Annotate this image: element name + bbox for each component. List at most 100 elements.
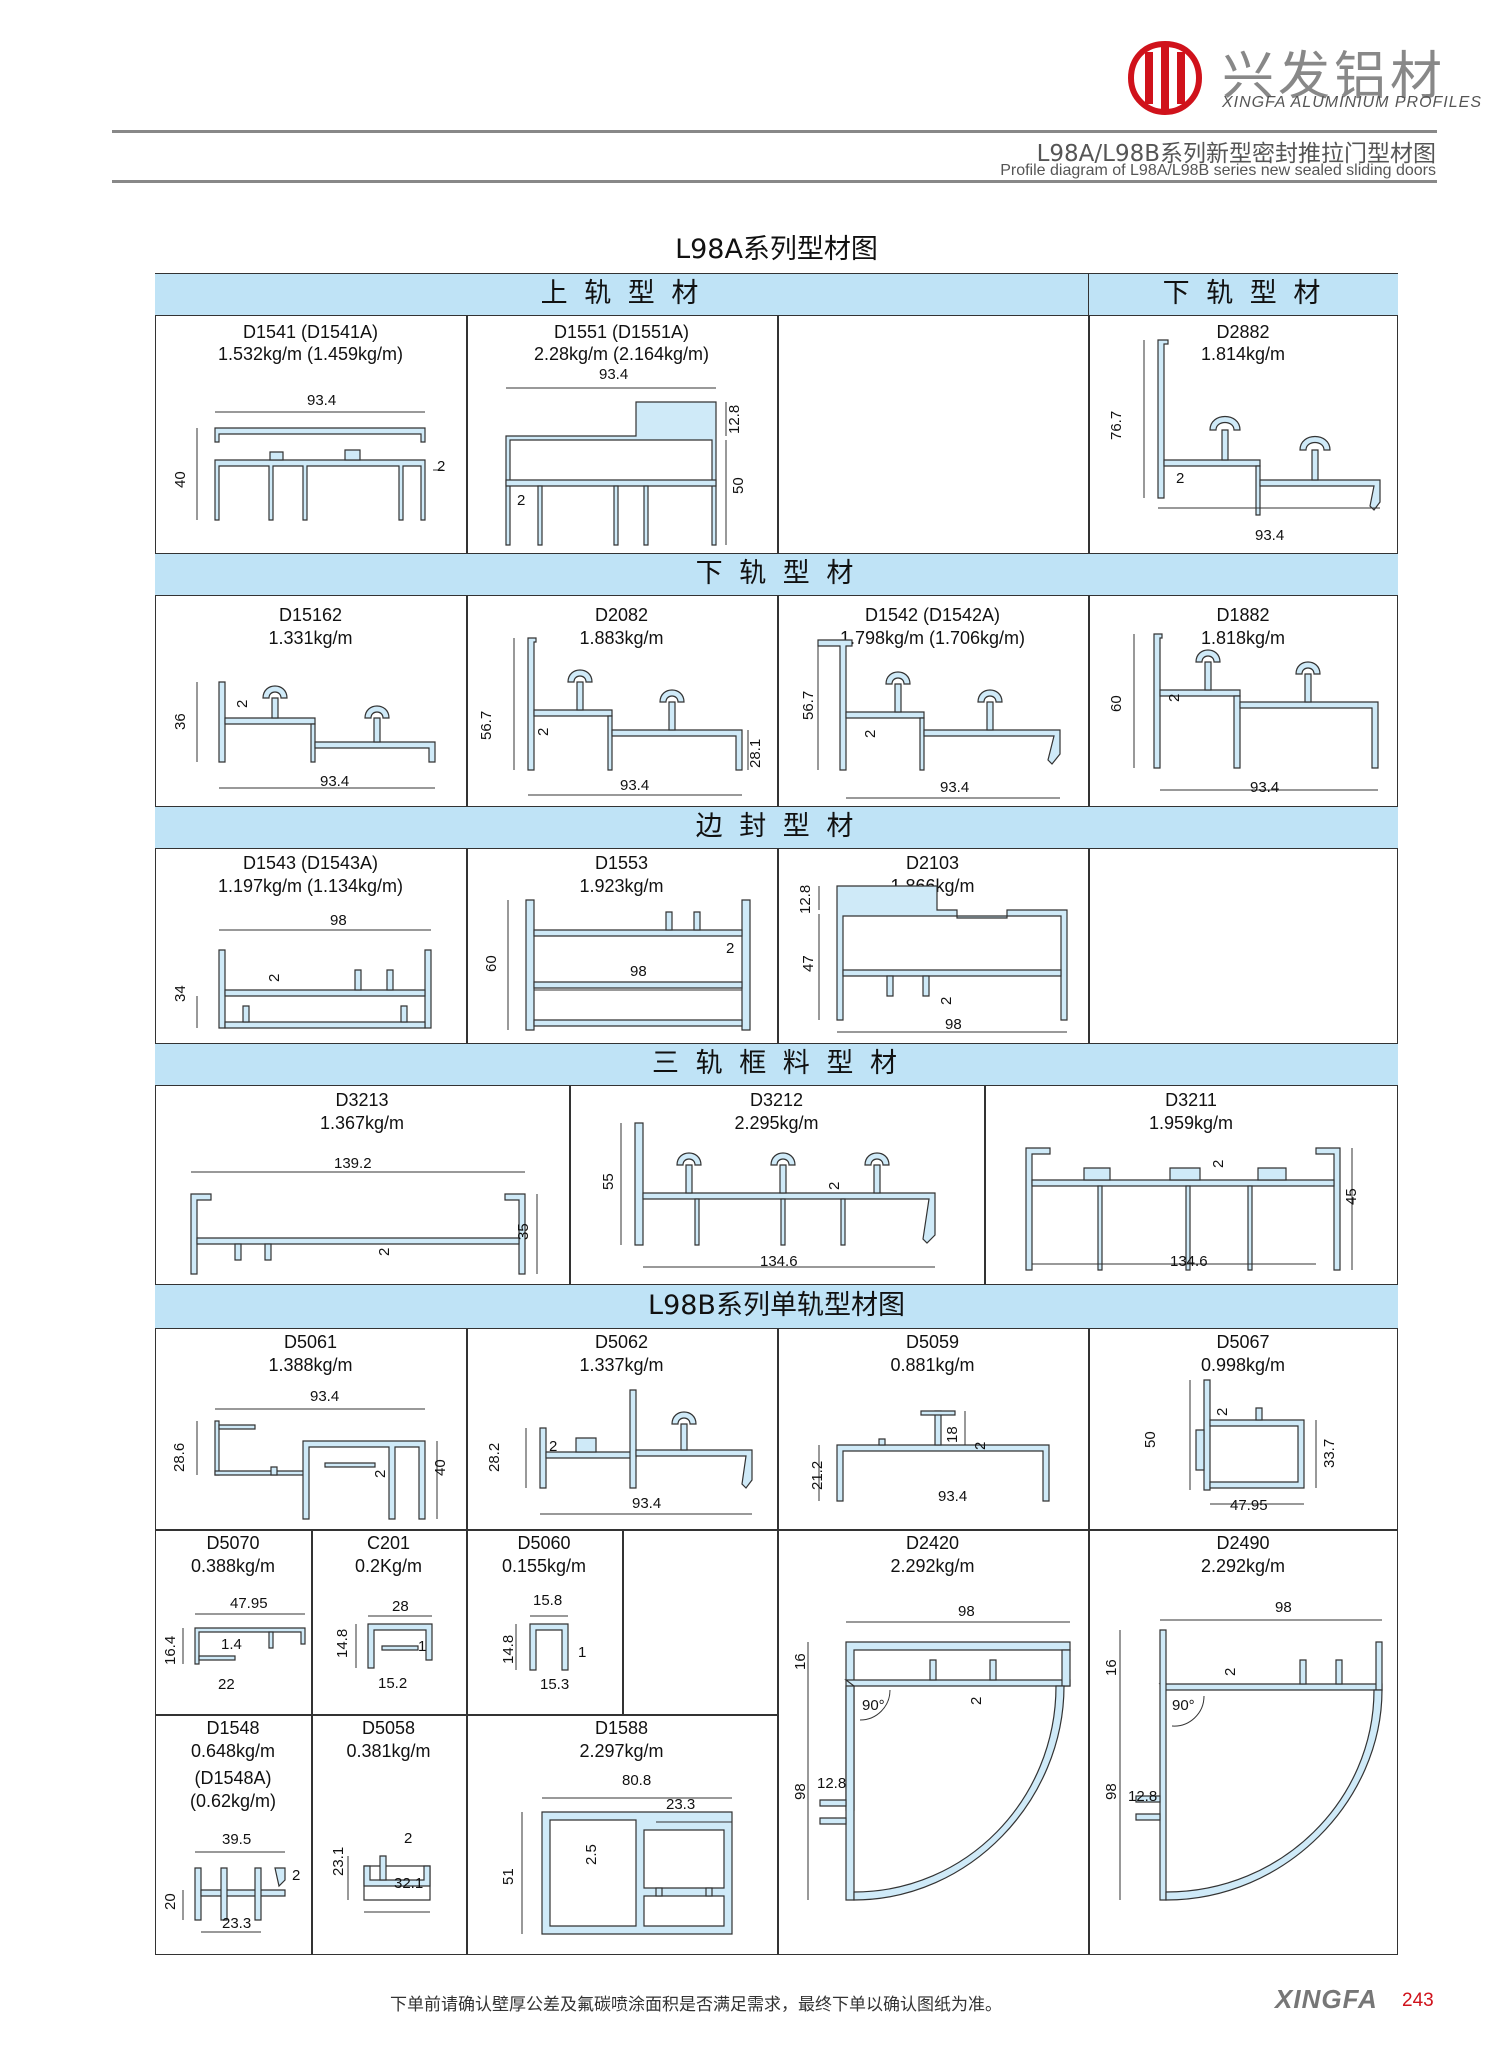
dim-height-2: 98 [792, 1783, 809, 1800]
dim-thickness: 2 [234, 699, 251, 708]
profile-weight: 0.2Kg/m [354, 1556, 423, 1576]
dim-width: 93.4 [320, 773, 350, 790]
profile-weight: 2.292kg/m [1200, 1556, 1286, 1576]
dim-width: 93.4 [938, 1488, 968, 1505]
grid-line [466, 1329, 468, 1955]
dim-a: 1 [578, 1644, 587, 1661]
section-lower-rail: 下 轨 型 材 [155, 553, 1398, 596]
dim-width: 80.8 [622, 1772, 652, 1789]
dim-width: 47.95 [1230, 1497, 1268, 1514]
section-title-series-a: L98A系列型材图 [155, 228, 1398, 274]
profile-code: D1588 [594, 1718, 649, 1738]
profile-weight: 1.388kg/m [268, 1355, 353, 1375]
profile-weight: 1.337kg/m [579, 1355, 664, 1375]
profile-weight: 1.331kg/m [268, 628, 353, 648]
grid-line [155, 1714, 777, 1716]
dim-height: 76.7 [1108, 410, 1125, 440]
page-subtitle: Profile diagram of L98A/L98B series new … [1000, 162, 1436, 179]
profile-drawing-d1542 [817, 639, 1061, 799]
profile-drawing-d5070 [182, 1613, 306, 1665]
dim-thickness: 2 [1214, 1407, 1231, 1416]
dim-thickness: 2 [1166, 693, 1183, 702]
dim-height-2: 12.8 [797, 884, 814, 914]
section-lower-rail-right: 下 轨 型 材 [1088, 273, 1398, 316]
grid-line [466, 596, 468, 806]
profile-code: D3213 [335, 1090, 389, 1110]
profile-code: D2103 [905, 853, 960, 873]
dim-a: 1 [418, 1638, 427, 1655]
header-rule-bottom [112, 180, 1437, 183]
profile-code: D3211 [1165, 1090, 1217, 1110]
profile-weight: 2.292kg/m [890, 1556, 975, 1576]
profile-drawing-d5059 [818, 1410, 1050, 1502]
profile-drawing-d5058 [347, 1855, 431, 1913]
dim-width: 39.5 [222, 1831, 252, 1848]
dim-b: 32.1 [394, 1875, 424, 1892]
profile-code: D1553 [594, 853, 649, 873]
dim-angle: 90° [1172, 1697, 1195, 1714]
footer-brand: XINGFA [1275, 1984, 1378, 2014]
dim-thickness: 2 [549, 1438, 558, 1455]
dim-height: 16 [792, 1653, 809, 1670]
dim-height: 45 [1343, 1188, 1360, 1205]
profile-weight: 1.959kg/m [1148, 1113, 1234, 1133]
dim-height: 51 [500, 1868, 517, 1885]
dim-width: 98 [630, 963, 647, 980]
profile-weight: 1.798kg/m (1.706kg/m) [839, 628, 1026, 648]
profile-weight: 1.814kg/m [1200, 344, 1286, 364]
profile-code: D1543 (D1543A) [242, 853, 379, 873]
profile-weight: 0.155kg/m [501, 1556, 587, 1576]
dim-height-2: 18 [944, 1426, 961, 1443]
profile-drawing-c201 [355, 1615, 433, 1669]
grid-line [777, 316, 779, 553]
dim-thickness: 2 [404, 1830, 413, 1847]
dim-a: 23.3 [666, 1796, 696, 1813]
dim-width: 134.6 [1170, 1253, 1208, 1270]
grid-line [466, 316, 468, 553]
profile-drawing-d1543 [196, 929, 432, 1029]
dim-width: 98 [945, 1016, 962, 1033]
dim-b: 15.2 [378, 1675, 408, 1692]
grid-line [569, 1086, 571, 1284]
dim-height: 23.1 [330, 1846, 347, 1876]
dim-height: 55 [600, 1173, 617, 1190]
profile-code: D5062 [594, 1332, 649, 1352]
profile-weight: 0.388kg/m [190, 1556, 276, 1576]
grid-line [622, 1529, 624, 1714]
profile-drawing-d2490 [1119, 1619, 1383, 1901]
dim-width: 134.6 [760, 1253, 798, 1270]
grid-line [1088, 849, 1090, 1043]
dim-width: 93.4 [940, 779, 970, 796]
dim-thickness: 2 [972, 1441, 989, 1450]
profile-drawing-d5060 [515, 1615, 569, 1671]
dim-height-2: 33.7 [1321, 1438, 1338, 1468]
profile-weight: 0.381kg/m [346, 1741, 431, 1761]
dim-height: 28.2 [486, 1442, 503, 1472]
grid-line [1088, 1329, 1090, 1955]
profile-code: D2420 [905, 1533, 960, 1553]
profile-drawing-d2082 [513, 637, 749, 796]
profile-code: D2882 [1216, 322, 1270, 342]
dim-width: 93.4 [1250, 779, 1280, 796]
profile-weight: 1.367kg/m [319, 1113, 405, 1133]
dim-thickness: 2 [1210, 1159, 1227, 1168]
dim-thickness: 2 [517, 492, 526, 509]
profile-weight: 1.197kg/m (1.134kg/m) [217, 876, 404, 896]
profile-drawing-d2882 [1143, 339, 1381, 516]
profile-weight: 0.648kg/m [190, 1741, 276, 1761]
profile-drawing-d1551 [505, 387, 727, 546]
dim-thickness: 2 [437, 458, 446, 475]
dim-width: 98 [958, 1603, 975, 1620]
grid-line [777, 1329, 779, 1955]
footer-note: 下单前请确认壁厚公差及氟碳喷涂面积是否满足需求，最终下单以确认图纸为准。 [390, 1995, 1002, 2015]
section-upper-rail: 上 轨 型 材 [155, 273, 1088, 316]
dim-thickness: 2 [376, 1247, 393, 1256]
dim-width: 47.95 [230, 1595, 268, 1612]
profile-drawing-d1588 [521, 1797, 733, 1935]
dim-height: 60 [483, 955, 500, 972]
profile-code: D5067 [1216, 1332, 1270, 1352]
dim-thickness: 2 [726, 940, 735, 957]
page-number: 243 [1402, 1990, 1434, 2011]
dim-height: 35 [515, 1223, 532, 1240]
dim-height: 50 [730, 477, 747, 494]
